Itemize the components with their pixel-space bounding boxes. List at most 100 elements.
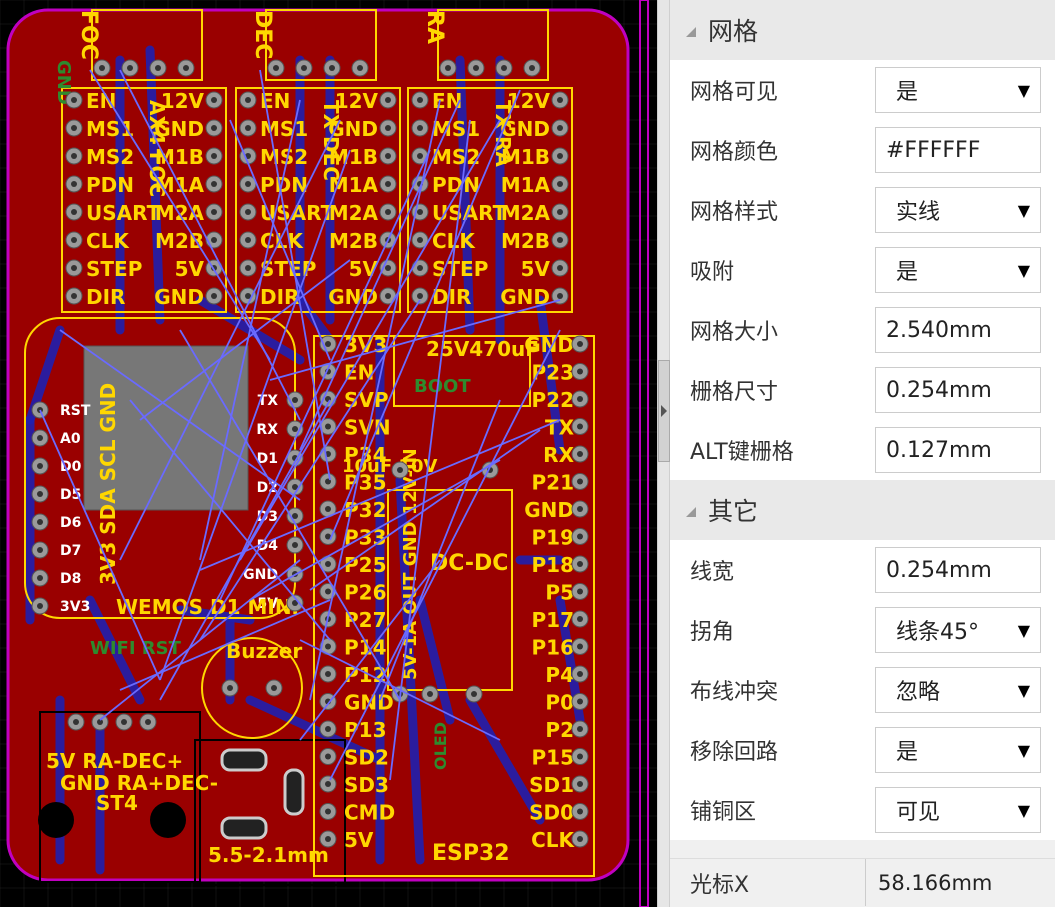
other-label: 移除回路 (690, 740, 779, 765)
driver-pin-label: CLK (86, 229, 130, 253)
copper-trace (85, 595, 145, 705)
other-section-title: 其它 (708, 497, 759, 526)
small-cap-label: 10uF 10V (342, 456, 437, 477)
grid-section-header[interactable]: 网格 (670, 0, 1055, 60)
wemos-pin-label: TX (258, 393, 279, 409)
grid-input[interactable]: 0.127mm (875, 427, 1041, 473)
grid-select[interactable]: 实线▼ (875, 187, 1041, 233)
ratsnest-line (239, 119, 501, 561)
esp32-pin-label: 5V (344, 828, 374, 852)
grid-row: 吸附是▼ (670, 240, 1055, 300)
pad-hole (271, 685, 277, 691)
pad-hole (245, 265, 251, 271)
select-value: 线条45° (896, 620, 979, 645)
grid-select[interactable]: 是▼ (875, 67, 1041, 113)
driver-pin-label: 5V (175, 257, 205, 281)
capacitor-outline (393, 335, 531, 407)
wemos-bottom-label: 3V3 SDA SCL GND (96, 383, 120, 585)
other-label: 拐角 (690, 620, 735, 645)
esp32-pin-label: SD0 (529, 801, 574, 825)
pad-hole (245, 125, 251, 131)
pad-hole (557, 153, 563, 159)
ratsnest-line (59, 329, 301, 501)
driver-pin-label: GND (154, 285, 204, 309)
other-select[interactable]: 线条45°▼ (875, 607, 1041, 653)
esp32-pin-label: P19 (532, 526, 575, 550)
buzzer-label: Buzzer (226, 639, 302, 663)
collapse-panel-handle[interactable] (658, 360, 670, 462)
pad-hole (325, 423, 331, 430)
wemos-pin-label: RX (256, 422, 278, 438)
st4-outline (39, 711, 201, 883)
esp32-pin-label: P2 (545, 718, 574, 742)
ratsnest-line (379, 399, 501, 701)
wemos-pin-label: A0 (60, 431, 81, 447)
jack-pad (220, 816, 268, 840)
pad-hole (577, 726, 583, 732)
ratsnest-layer (39, 69, 561, 781)
pad-hole (183, 65, 189, 71)
pad-hole (325, 588, 331, 595)
select-value: 可见 (896, 800, 941, 825)
esp32-pin-label: P18 (532, 553, 575, 577)
esp32-pin-label: P4 (545, 663, 574, 687)
pad-hole (211, 237, 217, 243)
driver-header-outline (91, 9, 203, 81)
esp32-pin-label: SD1 (529, 773, 574, 797)
chevron-down-icon: ▼ (1017, 200, 1030, 220)
jack-label: 5.5-2.1mm (208, 843, 329, 867)
pad-hole (37, 491, 43, 497)
st4-label-top: 5V RA-DEC+ (46, 749, 183, 773)
pad-hole (473, 65, 479, 71)
pad-hole (292, 513, 298, 519)
driver-pin-label: MS1 (260, 117, 308, 141)
grid-input[interactable]: 0.254mm (875, 367, 1041, 413)
pad-hole (557, 209, 563, 215)
pad-hole (37, 435, 43, 441)
pcb-canvas[interactable]: FOCENMS1MS2PDNUSARTCLKSTEPDIR12VGNDM1BM1… (0, 0, 657, 907)
esp32-pin-label: P5 (545, 581, 574, 605)
wemos-pin-label: D7 (60, 543, 81, 559)
wemos-pin-label: D0 (60, 459, 82, 475)
esp32-title: ESP32 (432, 841, 510, 866)
pad-hole (245, 97, 251, 103)
pad-hole (577, 588, 583, 595)
other-select[interactable]: 可见▼ (875, 787, 1041, 833)
pad-hole (325, 533, 331, 540)
other-input[interactable]: 0.254mm (875, 547, 1041, 593)
other-section-header[interactable]: 其它 (670, 480, 1055, 540)
copper-trace (145, 45, 165, 325)
pad-hole (37, 603, 43, 609)
pad-hole (71, 97, 77, 103)
pad-hole (397, 467, 403, 473)
other-select[interactable]: 忽略▼ (875, 667, 1041, 713)
grid-row: 网格可见是▼ (670, 60, 1055, 120)
wemos-pin-label: D8 (60, 571, 81, 587)
driver-pin-label: M1B (155, 145, 204, 169)
other-select[interactable]: 是▼ (875, 727, 1041, 773)
pad-hole (577, 616, 583, 622)
grid-input[interactable]: 2.540mm (875, 307, 1041, 353)
dcdc-title: DC-DC (430, 551, 508, 576)
grid-input[interactable]: #FFFFFF (875, 127, 1041, 173)
ratsnest-line (309, 429, 541, 591)
pad-hole (385, 97, 391, 103)
ratsnest-line (219, 149, 431, 601)
ratsnest-line (119, 69, 301, 421)
esp32-pin-label: P0 (545, 691, 574, 715)
grid-select[interactable]: 是▼ (875, 247, 1041, 293)
pad-hole (577, 808, 583, 815)
wemos-chip (83, 345, 249, 511)
pad-hole (71, 125, 77, 131)
driver-outline (61, 87, 227, 313)
pad-hole (121, 719, 127, 725)
st4-title: ST4 (96, 791, 138, 815)
pad-hole (325, 341, 331, 347)
pad-hole (325, 753, 331, 760)
pad-hole (557, 181, 563, 187)
other-row: 布线冲突忽略▼ (670, 660, 1055, 720)
pcb-board-view[interactable]: FOCENMS1MS2PDNUSARTCLKSTEPDIR12VGNDM1BM1… (0, 0, 657, 907)
pad-hole (427, 691, 433, 697)
